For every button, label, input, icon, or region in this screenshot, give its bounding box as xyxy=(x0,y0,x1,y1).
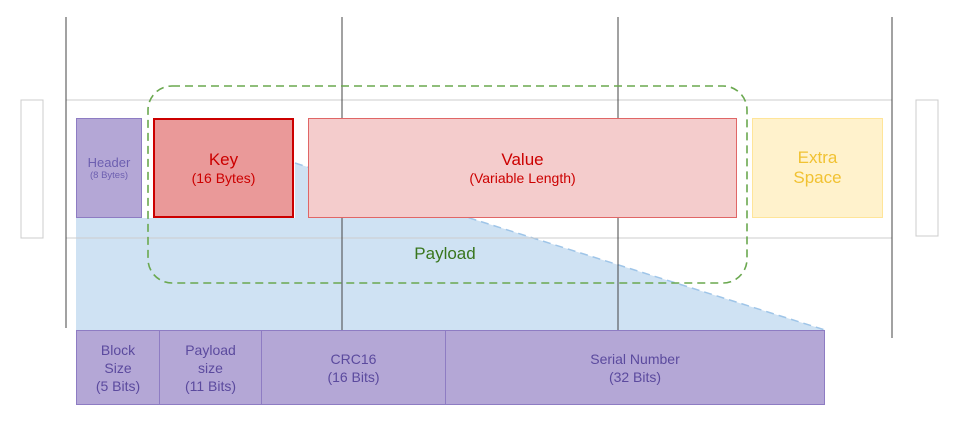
key-label: Key xyxy=(208,150,239,169)
crc16-field: CRC16(16 Bits) xyxy=(261,330,446,405)
key-size-label: (16 Bytes) xyxy=(191,170,256,186)
extra-label-line-1: Extra xyxy=(797,148,838,167)
payload-size-field-line-3: (11 Bits) xyxy=(184,377,237,394)
key-block: Key (16 Bytes) xyxy=(153,118,294,218)
serial-number-field-line-1: Serial Number xyxy=(590,350,680,367)
right-bracket xyxy=(915,99,939,237)
value-size-label: (Variable Length) xyxy=(469,170,576,186)
block-size-field-line-3: (5 Bits) xyxy=(95,377,141,394)
crc16-field-line-2: (16 Bits) xyxy=(327,368,380,385)
payload-size-field-line-2: size xyxy=(198,359,223,376)
payload-size-field-line-1: Payload xyxy=(185,341,236,358)
header-size-label: (8 Bytes) xyxy=(89,170,128,181)
payload-label: Payload xyxy=(414,244,476,263)
crc16-field-line-1: CRC16 xyxy=(330,350,377,367)
payload-outline xyxy=(147,85,748,284)
serial-number-field: Serial Number(32 Bits) xyxy=(445,330,825,405)
left-bracket xyxy=(20,99,44,239)
header-zoom-projection xyxy=(76,163,825,330)
serial-number-field-line-2: (32 Bits) xyxy=(608,368,662,385)
block-size-field-line-1: Block xyxy=(100,341,136,358)
extra-space-block: Extra Space xyxy=(752,118,883,218)
header-block: Header (8 Bytes) xyxy=(76,118,142,218)
value-block: Value (Variable Length) xyxy=(308,118,737,218)
value-label: Value xyxy=(501,150,544,169)
extra-label-line-2: Space xyxy=(793,168,842,187)
block-size-field-line-2: Size xyxy=(104,359,132,376)
header-label: Header xyxy=(87,155,131,170)
